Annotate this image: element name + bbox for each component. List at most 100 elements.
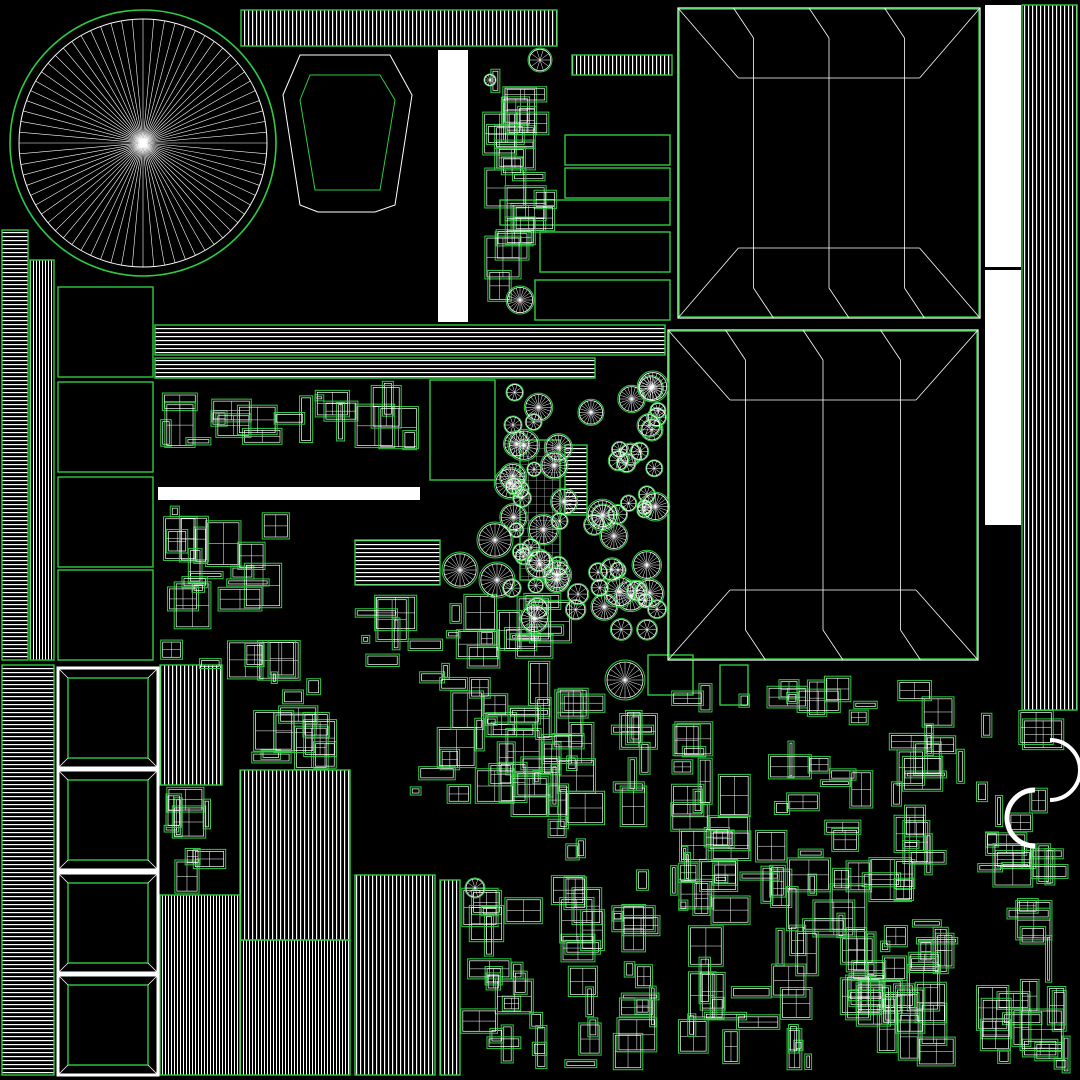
piece-inner [978,783,986,800]
uv-edge [583,412,592,422]
uv-edge [514,384,518,393]
piece-1-11 [381,380,394,417]
uv-edge [649,609,658,615]
uv-edge [651,406,659,411]
uv-edge [884,7,905,39]
piece-7-17 [585,986,595,1018]
piece-10-37 [1030,864,1069,879]
uv-edge [508,464,514,477]
piece-border [678,899,689,911]
uv-edge [554,465,565,473]
uv-edge [646,487,650,495]
piece-border [565,843,580,861]
tree-disk-15 [647,599,667,620]
piece-border [489,1027,505,1044]
piece-10-17 [1036,843,1052,884]
uv-edge [516,443,521,456]
piece-border [504,897,543,925]
uv-edge [604,595,609,607]
piece-border [260,749,282,760]
piece-9-123 [901,755,944,792]
uv-edge [513,486,521,491]
piece-inner [866,933,875,975]
piece-inner [162,421,170,445]
uv-edge [30,90,144,144]
piece-11-8 [202,798,211,830]
uv-edge [904,287,925,319]
piece-1-18 [370,384,402,429]
uv-edge [142,142,263,176]
uv-edge [142,30,196,144]
bevel-panel-2 [56,871,160,975]
piece-6-27 [468,677,491,699]
uv-edge [534,618,543,630]
uv-edge [450,569,461,584]
piece-1-2 [314,394,325,402]
uv-edge [667,329,731,401]
uv-edge [646,560,660,566]
piece-border [678,862,699,883]
large-disk-6 [464,877,486,899]
uv-edge [619,457,627,464]
uv-edge [518,552,522,560]
piece-9-53 [904,770,947,779]
piece-5-3 [407,638,444,651]
piece-border [185,437,212,446]
piece-border [829,883,868,932]
piece-border [587,1017,599,1038]
disk-border [577,398,605,426]
uv-edge [822,629,844,661]
piece-12-18 [485,972,501,991]
piece-12-11 [504,897,543,925]
uv-edge [142,142,196,256]
uv-edge [655,403,659,411]
uv-edge [919,7,981,79]
uv-edge [510,525,517,531]
piece-border [467,958,512,980]
piece-inner [534,772,539,783]
piece-12-4 [512,970,528,995]
uv-edge [646,552,652,566]
disk-border [508,522,525,539]
piece-inner [531,1014,542,1027]
piece-9-109 [786,886,799,932]
piece-border [506,111,550,136]
uv-edge [606,535,615,547]
piece-3-0 [160,639,183,660]
tree-disk-33 [505,383,524,402]
uv-edge [533,421,540,427]
uv-edge [512,420,520,426]
piece-5-7 [478,630,496,647]
disk-border [637,375,664,402]
uv-edge [648,429,653,440]
tree-disk-69 [507,428,541,462]
piece-border [904,770,947,779]
uv-edge [523,444,536,454]
uv-edge [657,410,661,418]
uv-edge [90,142,144,256]
uv-edge [648,373,654,387]
piece-inner [589,1019,597,1036]
uv-edge [631,394,644,400]
uv-small-pieces [160,68,1071,1074]
piece-border [496,741,516,774]
uv-edge [147,1064,159,1076]
uv-edge [556,568,561,580]
uv-edge [512,424,520,430]
uv-edge [479,534,496,541]
piece-12-16 [467,958,512,980]
uv-edge [505,440,517,445]
piece-border [468,677,491,699]
uv-edge [733,7,754,39]
uv-edge [753,287,774,319]
uv-edge [631,398,642,407]
uv-edge [647,468,655,473]
piece-9-82 [845,927,867,973]
tree-disk-24 [550,487,579,516]
piece-11-7 [165,793,182,828]
uv-edge [558,557,562,566]
uv-edge [556,491,565,502]
uv-edge [544,465,555,473]
uv-edge [602,503,612,516]
uv-edge [656,411,664,418]
